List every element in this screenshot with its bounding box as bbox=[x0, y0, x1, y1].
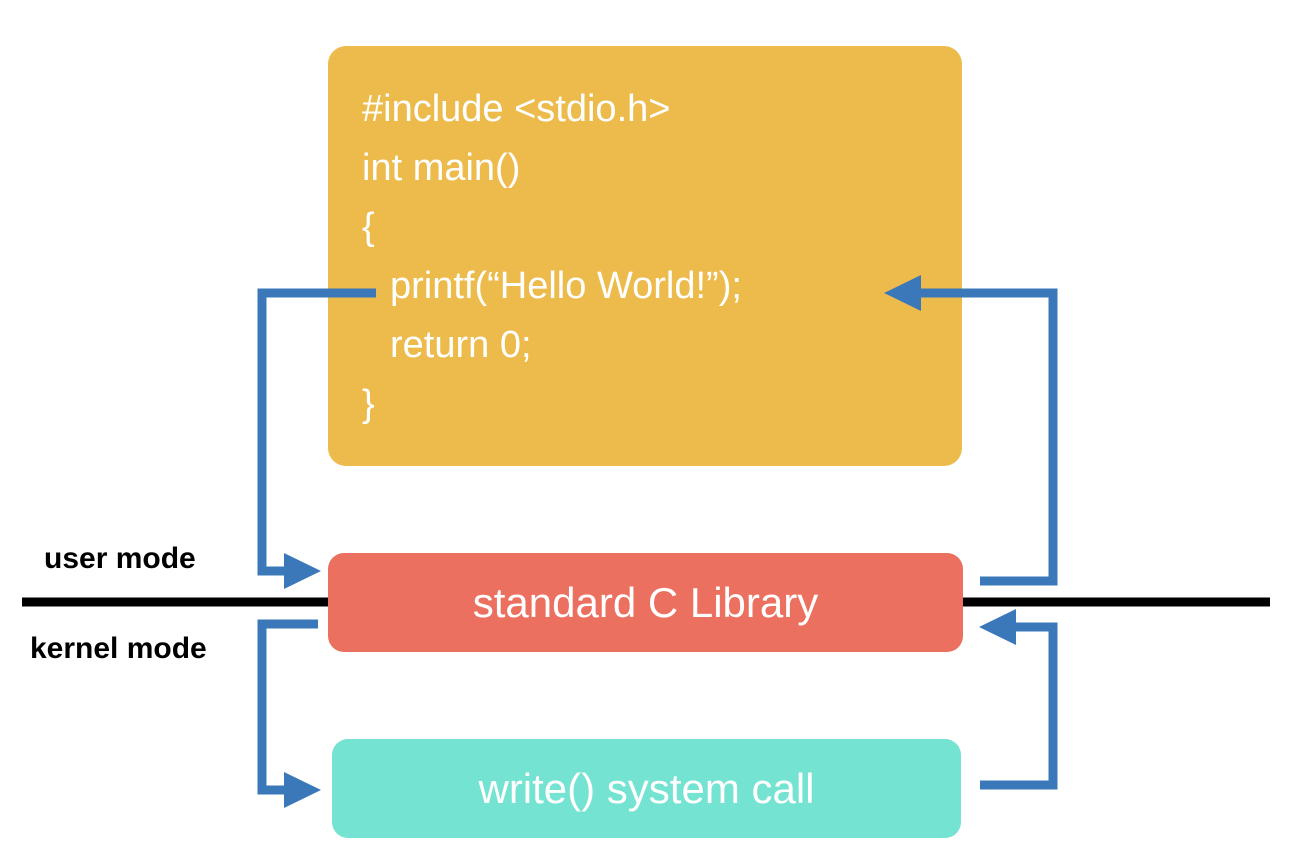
code-line: { bbox=[362, 206, 375, 248]
write-system-call-box: write() system call bbox=[332, 739, 961, 838]
c-program-code-box: #include <stdio.h> int main() { printf(“Hel… bbox=[328, 46, 962, 466]
write-system-call-label: write() system call bbox=[478, 764, 815, 812]
arrow-library-to-syscall bbox=[257, 619, 318, 795]
code-line: int main() bbox=[362, 147, 521, 189]
code-line: } bbox=[362, 383, 375, 425]
arrowhead-into-library-left bbox=[284, 553, 321, 589]
code-lines: #include <stdio.h> int main() { printf(“Hel… bbox=[362, 80, 742, 434]
standard-c-library-label: standard C Library bbox=[472, 578, 819, 626]
standard-c-library-box: standard C Library bbox=[328, 553, 963, 652]
arrowhead-into-syscall bbox=[284, 772, 321, 808]
code-line: return 0; bbox=[390, 324, 532, 366]
arrow-printf-to-library bbox=[257, 288, 376, 576]
arrowhead-into-library-right bbox=[979, 609, 1016, 645]
kernel-mode-label: kernel mode bbox=[30, 632, 207, 665]
code-line: #include <stdio.h> bbox=[362, 88, 671, 130]
arrowhead-into-printf bbox=[884, 275, 921, 311]
arrow-library-to-printf bbox=[915, 288, 1058, 586]
user-mode-label: user mode bbox=[44, 542, 196, 575]
arrow-syscall-to-library bbox=[980, 622, 1058, 790]
code-line: printf(“Hello World!”); bbox=[390, 265, 742, 307]
